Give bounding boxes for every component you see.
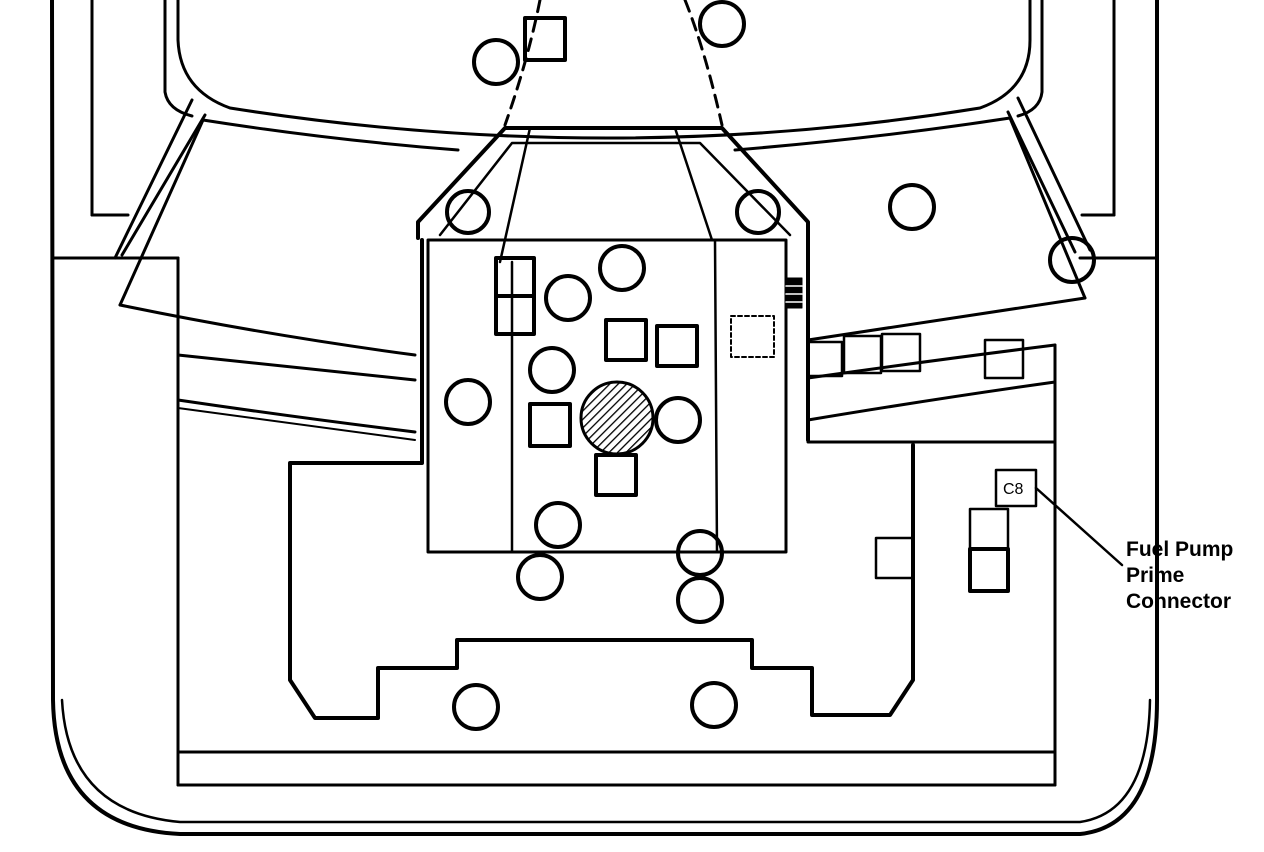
fastener-group [444,0,1096,731]
fastener [516,553,564,601]
fastener [1048,236,1096,284]
relay [528,402,572,448]
relay [523,16,567,62]
module-plate [426,238,788,554]
fastener [472,38,520,86]
connector [880,332,922,373]
fastener [676,529,724,577]
upper-bracket-inner [438,141,792,237]
fastener [698,0,746,48]
lower-right-connector [874,536,915,580]
fuse-block-stack [494,256,536,336]
fastener [534,501,582,549]
bracket-strut-left [498,126,532,264]
relay [594,453,638,497]
fastener [445,189,491,235]
fastener [654,396,702,444]
dashed-line-right [683,0,724,127]
fastener [735,189,781,235]
fuse-block [494,256,536,298]
fastener [690,681,738,729]
connector-body [968,507,1010,551]
callout-leader-line [1034,486,1124,567]
fuel-pump-prime-connector [968,547,1010,593]
relay-group [523,16,699,497]
outer-frame [50,0,1159,836]
module-divider-right [713,238,719,554]
fastener [888,183,936,231]
left-walls [50,256,417,787]
upper-bracket [416,126,810,442]
upper-cutout-outline [163,0,1044,140]
connector-label-c8: C8 [1003,481,1024,498]
callout-label: Fuel Pump Prime Connector [1126,538,1233,613]
fastener [676,576,724,624]
callout-line-2: Prime [1126,564,1184,587]
fastener [528,346,576,394]
optional-component-dashed [730,315,775,358]
lower-tray-outline [288,238,915,720]
right-band-connectors [806,332,1025,380]
hatched-central-component [579,380,655,456]
relay [655,324,699,368]
fastener [452,683,500,731]
right-walls [176,256,1159,787]
callout-line-3: Connector [1126,590,1231,613]
callout-line-1: Fuel Pump [1126,538,1233,561]
fastener [598,244,646,292]
arc-band [118,116,1087,357]
fastener [444,378,492,426]
fastener [544,274,592,322]
connector [983,338,1025,380]
connector [806,340,844,378]
relay [604,318,648,362]
side-strips [113,96,1092,260]
module-edge-connector [785,277,803,309]
fuse-block [494,294,536,336]
bracket-strut-right [673,126,714,242]
